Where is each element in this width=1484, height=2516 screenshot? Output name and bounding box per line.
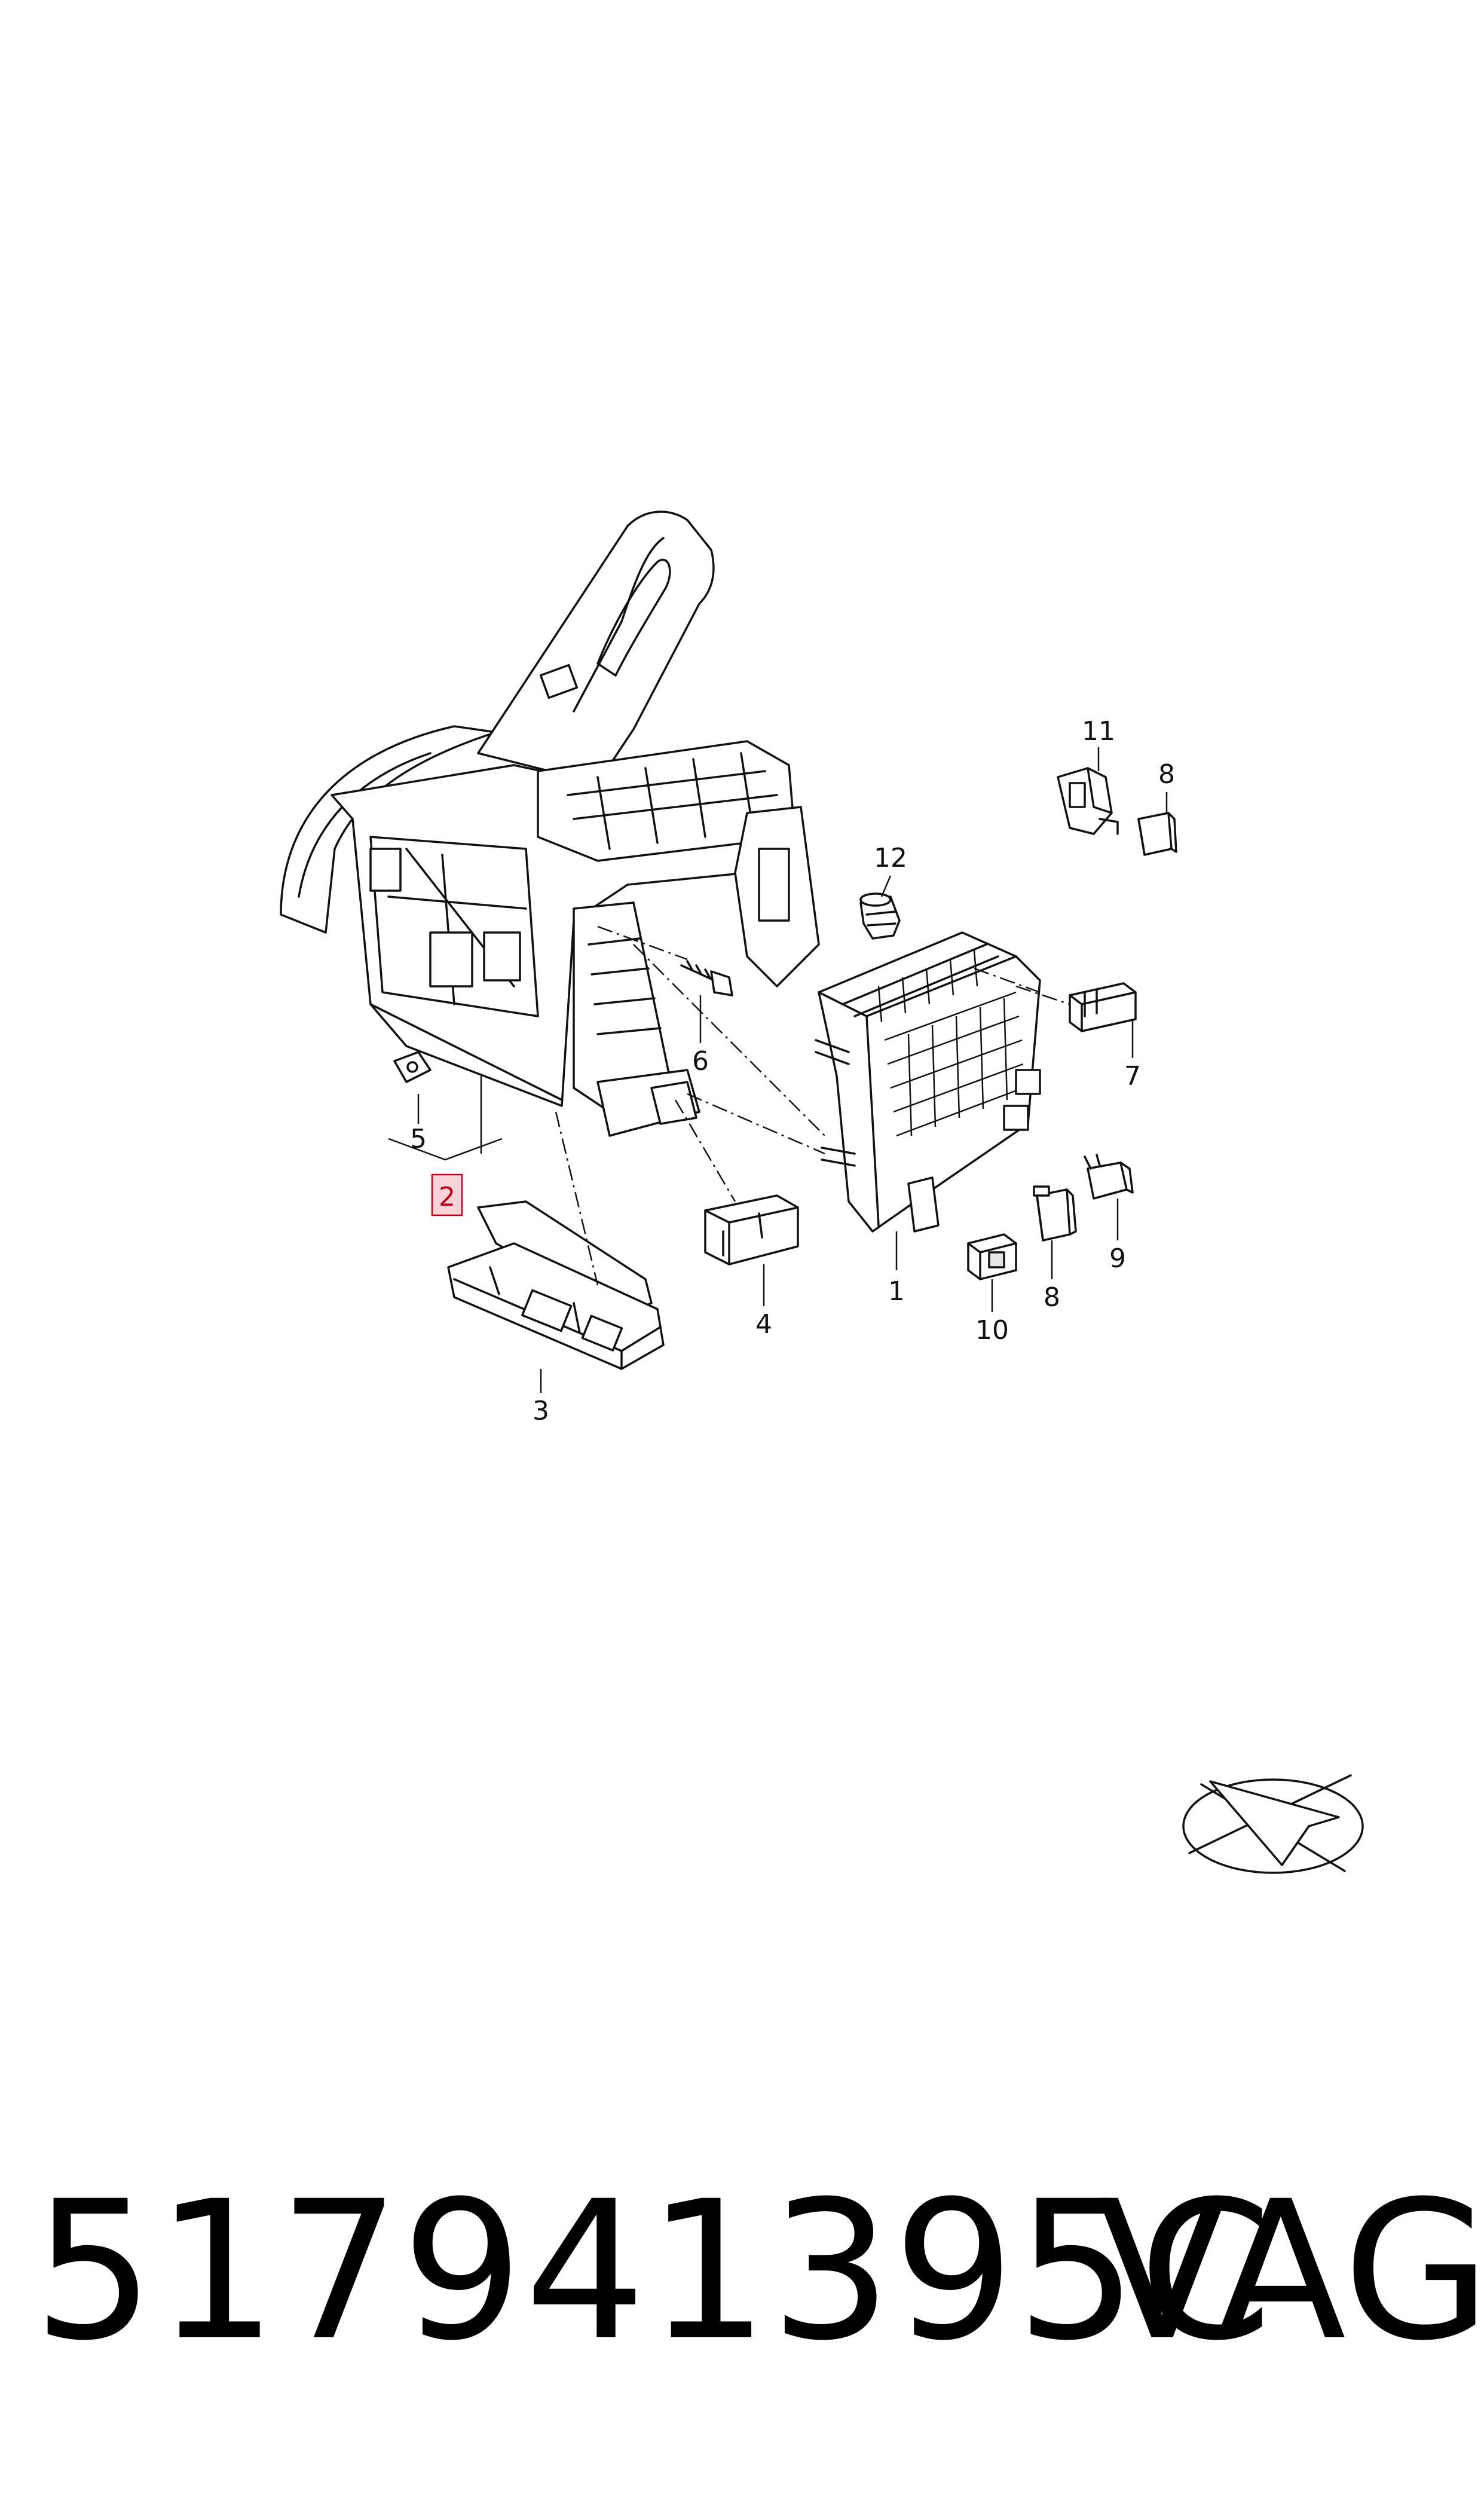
callout-5: 5 bbox=[410, 1124, 427, 1154]
part-7-connector bbox=[1069, 982, 1137, 1032]
part-12-plug bbox=[859, 892, 901, 940]
callout-8-bottom: 8 bbox=[1044, 1282, 1060, 1313]
callout-labels: 1 2 3 4 5 6 7 8 8 9 10 11 12 bbox=[410, 716, 1175, 1426]
mounting-bracket bbox=[280, 510, 820, 1137]
callout-2-highlight bbox=[431, 1173, 463, 1216]
part-8-fuse-bottom bbox=[1033, 1185, 1077, 1242]
part-11-relay bbox=[1057, 767, 1119, 835]
callout-8-top: 8 bbox=[1158, 759, 1175, 790]
part-4-housing bbox=[704, 1194, 799, 1265]
callout-7: 7 bbox=[1124, 1061, 1141, 1092]
callout-2: 2 bbox=[439, 1182, 455, 1212]
part-8-fuse-top bbox=[1137, 812, 1177, 856]
part-5-clip bbox=[393, 1051, 432, 1083]
part-number: 517941395C bbox=[33, 2160, 1274, 2383]
part-1-fuse-box bbox=[815, 931, 1041, 1233]
callout-3: 3 bbox=[533, 1396, 549, 1426]
part-6-screw bbox=[680, 960, 733, 996]
part-9-fuse bbox=[1084, 1154, 1134, 1200]
direction-symbol bbox=[1182, 1774, 1364, 1874]
leader-lines bbox=[388, 747, 1168, 1393]
callout-10: 10 bbox=[975, 1315, 1009, 1346]
callout-4: 4 bbox=[755, 1309, 772, 1340]
brand-name: VAG bbox=[1097, 2160, 1484, 2383]
part-3-cover bbox=[447, 1200, 665, 1370]
callout-9: 9 bbox=[1109, 1243, 1126, 1274]
callout-6: 6 bbox=[692, 1046, 709, 1077]
callout-11: 11 bbox=[1082, 716, 1115, 747]
callout-12: 12 bbox=[874, 843, 907, 873]
assembly-lines bbox=[555, 925, 1070, 1286]
part-10-plug bbox=[967, 1233, 1017, 1280]
callout-1: 1 bbox=[888, 1276, 905, 1307]
